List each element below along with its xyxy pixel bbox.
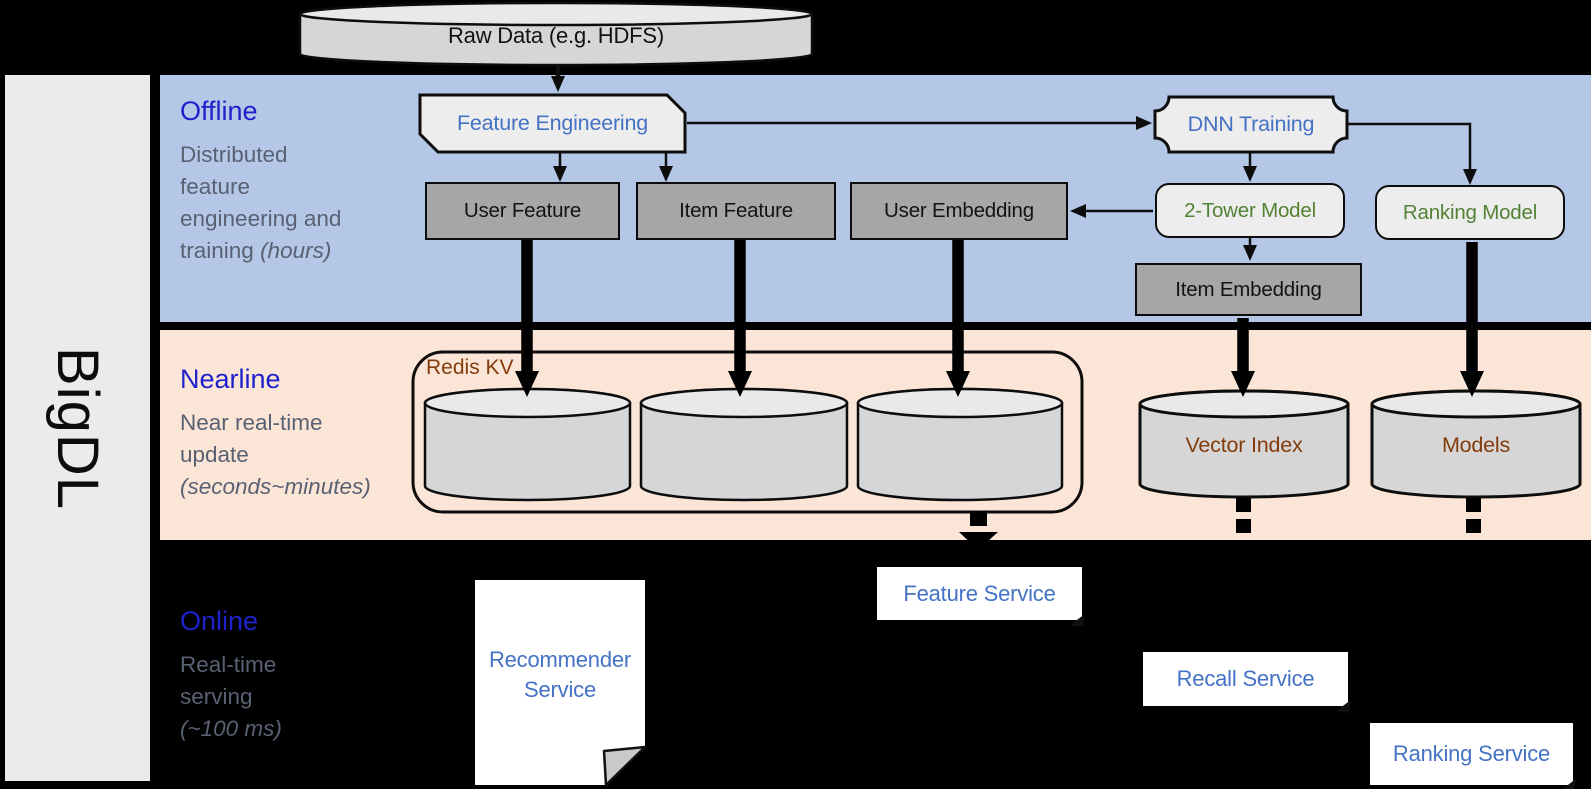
offline-description: Distributed feature engineering and trai… [180,142,342,263]
nearline-description: Near real-time update (seconds~minutes) [180,410,371,499]
bigdl-sidebar: BigDL [5,75,150,781]
offline-section-label: Offline Distributed feature engineering … [180,96,341,267]
bigdl-logo-text: BigDL [45,346,111,510]
redis-kv-label: Redis KV [426,356,514,379]
online-description: Real-time serving (~100 ms) [180,652,282,741]
offline-title: Offline [180,96,258,126]
user-embedding-node: User Embedding [850,182,1068,240]
page-fold-icon [1070,612,1085,627]
nearline-section-label: Nearline Near real-time update (seconds~… [180,364,371,503]
nearline-title: Nearline [180,364,281,394]
recall-service-node: Recall Service [1143,652,1351,713]
page-fold-icon [1336,698,1351,713]
ranking-service-node: Ranking Service [1370,723,1576,789]
online-title: Online [180,606,259,636]
user-feature-node: User Feature [425,182,620,240]
two-tower-model-node: 2-Tower Model [1155,183,1345,238]
feature-engineering-node: Feature Engineering [456,111,649,135]
item-feature-node: Item Feature [636,182,836,240]
dnn-training-node: DNN Training [1187,112,1315,136]
vector-index-label: Vector Index [1185,432,1303,457]
online-section-label: Online Real-time serving (~100 ms) [180,606,282,745]
feature-service-node: Feature Service [877,567,1085,627]
raw-data-label: Raw Data (e.g. HDFS) [447,23,665,48]
models-label: Models [1441,432,1511,457]
recommender-service-label: Recommender Service [488,647,632,702]
item-embedding-node: Item Embedding [1135,263,1362,316]
page-fold-icon [1561,777,1576,789]
ranking-model-node: Ranking Model [1375,185,1565,240]
